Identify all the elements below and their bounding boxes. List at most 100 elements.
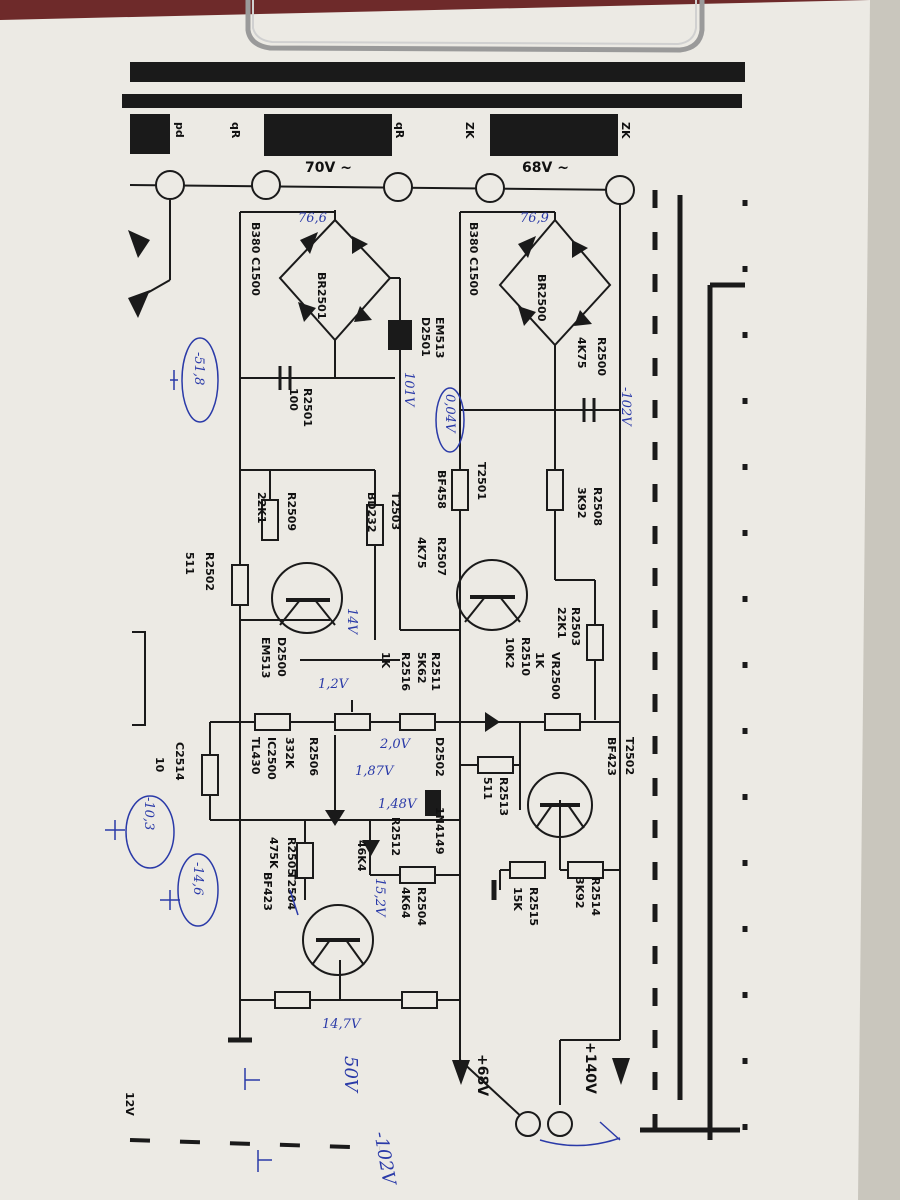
handwritten-note: 76,6: [298, 211, 327, 226]
br2501-value: B380 C1500: [249, 222, 262, 296]
r2507-ref: T2503: [389, 492, 402, 530]
r2502-ref: R2503: [569, 607, 582, 646]
d2500-ref: R2510: [519, 637, 532, 676]
right-rails: [640, 190, 748, 1180]
c2501-value: 100: [287, 388, 300, 411]
r2516-ref: C2514: [173, 742, 186, 781]
bridge-diodes: [298, 232, 592, 326]
transistor-t2501: [456, 559, 528, 631]
connector-block: [130, 114, 170, 154]
vr2500-ref: R2516: [399, 652, 412, 691]
handwritten-note: 50V: [340, 1056, 361, 1094]
left-bracket: [132, 631, 146, 726]
r2501-value: BF458: [435, 470, 448, 509]
handwritten-note: 14V: [344, 608, 359, 636]
header-bar: [130, 62, 745, 82]
output-label-68v: +68V: [474, 1054, 490, 1096]
br2500-value: B380 C1500: [467, 222, 480, 296]
r2513-ref: R2505: [285, 837, 298, 876]
terminals: [155, 170, 635, 1137]
t2501-value: 4K75: [415, 537, 428, 569]
r2507-value: BD232: [365, 492, 378, 532]
r2516-value: 10: [153, 757, 166, 773]
r2509-ref: R2502: [203, 552, 216, 591]
handwritten-note: 0,04V: [442, 394, 457, 434]
handwritten-note: 1,2V: [318, 677, 350, 692]
d2500-diode: [485, 712, 500, 732]
d2502-diode: [362, 840, 380, 856]
cut-off-label: 12V: [123, 1092, 136, 1116]
r2511-ref: IC2500: [265, 737, 278, 780]
d2502-value: 46K4: [355, 840, 368, 872]
r2500-value: 3K92: [575, 487, 588, 519]
d2501-value: EM513: [433, 317, 446, 358]
c2514-value: 1N4149: [433, 807, 446, 854]
t2503-ref: D2500: [275, 637, 288, 677]
c2501-ref: R2501: [301, 388, 314, 427]
handwritten-note: 1,87V: [355, 764, 395, 779]
vr2500-value: 1K: [379, 652, 392, 669]
capacitor-c2501: [278, 366, 292, 390]
resistors: [201, 469, 604, 1009]
transistor-t2503: [271, 562, 343, 634]
c2500-ref: R2500: [595, 337, 608, 376]
ic2500-ref: R2506: [307, 737, 320, 776]
c2500-value: 4K75: [575, 337, 588, 369]
pen-strokes: [105, 370, 621, 1172]
r2508-value: 22K1: [255, 492, 268, 524]
ic2500-symbol: [325, 810, 345, 826]
d2501-body: [388, 320, 412, 350]
pin-label: ZK: [463, 122, 476, 139]
capacitor-c2500: [582, 398, 596, 422]
winding-label-70v: 70V ~: [305, 160, 352, 176]
handwritten-note: 14,7V: [322, 1017, 362, 1032]
handwritten-note: -51,8: [191, 352, 206, 385]
r2500-ref: R2508: [591, 487, 604, 526]
r2506-value: 511: [481, 777, 494, 800]
r2503-value: 1K: [533, 652, 546, 669]
d2501-ref: D2501: [419, 317, 432, 357]
pin-label: pd: [173, 122, 186, 138]
handwritten-note: 101V: [401, 372, 416, 408]
paper-shadow: [858, 0, 900, 1200]
r2505-value: 15K: [511, 887, 524, 911]
t2501-ref: R2507: [435, 537, 448, 576]
d2502-ref: R2512: [389, 817, 402, 856]
r2501-ref: T2501: [475, 462, 488, 500]
handwritten-note: -10,3: [141, 797, 156, 830]
output-arrow-140v: [612, 1058, 630, 1085]
t2502-ref: T2502: [623, 737, 636, 775]
r2504-ref: R2514: [589, 877, 602, 916]
t2504-ref: T2504: [285, 872, 298, 910]
pen-circle: [181, 337, 219, 423]
handwritten-note: -102V: [618, 387, 633, 427]
transistor-t2502: [527, 772, 593, 838]
output-arrow-68v: [452, 1060, 470, 1085]
pin-label: qR: [229, 122, 242, 139]
pen-circle: [435, 387, 465, 453]
vr2500-body: [334, 713, 371, 731]
r2504-value: 3K92: [573, 877, 586, 909]
r2511-value: TL430: [249, 737, 262, 775]
t2504-value: BF423: [261, 872, 274, 911]
output-label-140v: +140V: [582, 1042, 598, 1094]
handwritten-note: 2,0V: [379, 737, 412, 752]
t2503-value: EM513: [259, 637, 272, 678]
br2500-ref: BR2500: [535, 274, 548, 322]
pin-label: ZK: [619, 122, 632, 139]
transistor-t2504: [302, 904, 374, 976]
t2502-value: BF423: [605, 737, 618, 776]
handwritten-note: 15,2V: [372, 878, 387, 918]
r2510-ref: R2511: [429, 652, 442, 691]
clipboard-clip: [245, 0, 705, 53]
header-bar: [122, 94, 742, 108]
r2512-ref: R2504: [415, 887, 428, 926]
r2512-value: 4K64: [399, 887, 412, 919]
r2502-value: 22K1: [555, 607, 568, 639]
r2503-ref: VR2500: [549, 652, 562, 700]
r2508-ref: R2509: [285, 492, 298, 531]
handwritten-note: -14,6: [190, 862, 205, 895]
handwritten-note: 76,9: [520, 211, 549, 226]
